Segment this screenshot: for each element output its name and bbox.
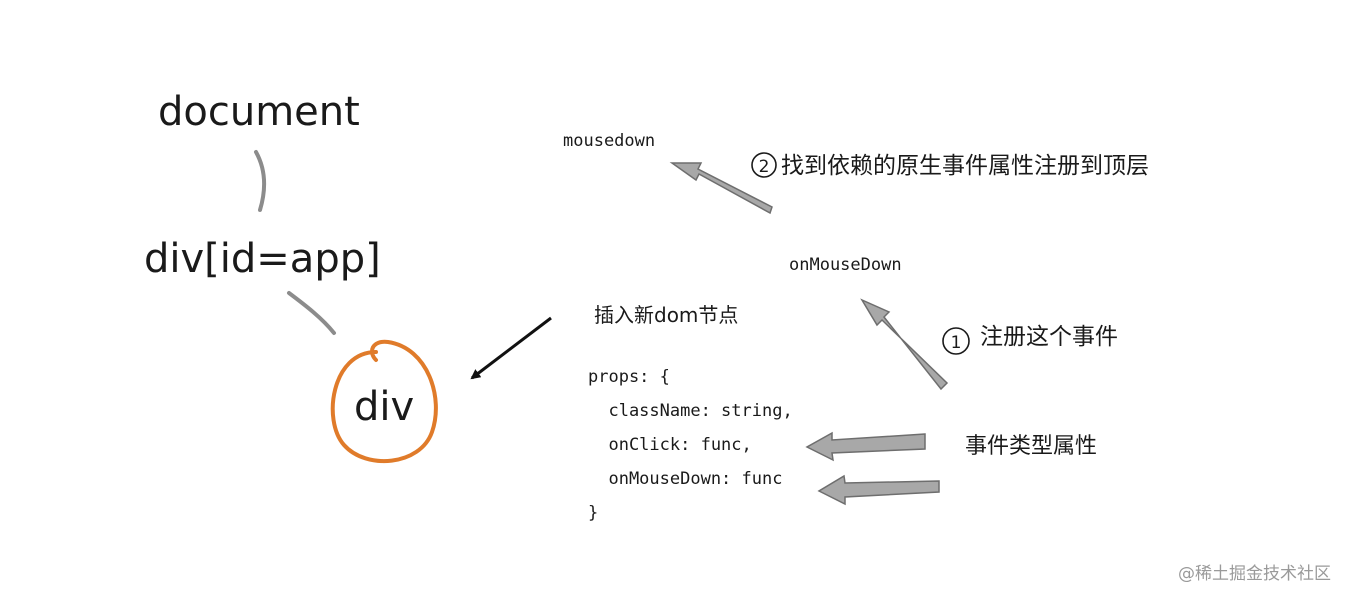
arrow-to-mousedown bbox=[669, 162, 773, 215]
insert-arrow bbox=[470, 316, 552, 380]
props-line: onClick: func, bbox=[588, 435, 752, 455]
react-event-label: onMouseDown bbox=[789, 255, 902, 275]
props-line: } bbox=[588, 503, 599, 523]
props-line: props: { bbox=[588, 367, 670, 387]
step1-circle bbox=[942, 327, 970, 355]
arrow-to-onclick bbox=[805, 431, 926, 462]
connector-document-app bbox=[254, 150, 267, 212]
step1-label: 注册这个事件 bbox=[980, 324, 1118, 350]
step2-circle bbox=[751, 152, 777, 178]
arrow-to-onmousedown bbox=[860, 298, 949, 391]
tree-node-document: document bbox=[158, 89, 360, 135]
props-line: className: string, bbox=[588, 401, 793, 421]
tree-node-div: div bbox=[354, 384, 415, 430]
event-type-label: 事件类型属性 bbox=[965, 434, 1098, 459]
insert-dom-label: 插入新dom节点 bbox=[594, 303, 739, 327]
highlight-circle bbox=[330, 339, 438, 464]
props-line: onMouseDown: func bbox=[588, 469, 783, 489]
step1-number: 1 bbox=[951, 333, 962, 353]
step2-label: 找到依赖的原生事件属性注册到顶层 bbox=[781, 153, 1149, 179]
connector-app-div bbox=[287, 291, 336, 335]
arrow-to-onmousedown-prop bbox=[817, 474, 940, 506]
native-event-label: mousedown bbox=[563, 131, 656, 151]
watermark: @稀土掘金技术社区 bbox=[1178, 564, 1331, 584]
step2-number: 2 bbox=[759, 157, 770, 177]
tree-node-app: div[id=app] bbox=[144, 236, 381, 282]
